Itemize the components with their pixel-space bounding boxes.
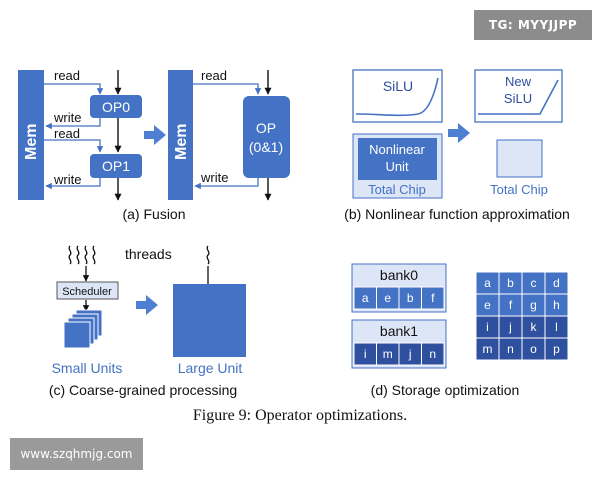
caption-d: (d) Storage optimization: [371, 382, 520, 398]
nonlinear-unit-box: [358, 138, 437, 180]
grid-cell: j: [508, 320, 512, 334]
total-chip-right-box: [496, 139, 543, 178]
op-fused-box: [243, 96, 290, 178]
thread-squiggle-2: [76, 245, 80, 265]
grid-cell: k: [531, 320, 538, 334]
read-line-fused: [193, 83, 262, 95]
scheduler-box: [56, 281, 119, 300]
op-fused-line2: (0&1): [249, 139, 283, 155]
panel-b-nonlinear: SiLU Nonlinear Unit Total Chip New SiLU …: [344, 69, 570, 222]
thread-squiggle-4: [92, 245, 96, 265]
caption-a: (a) Fusion: [122, 206, 185, 222]
large-unit-box: [173, 284, 246, 357]
mem-block-left: [18, 70, 44, 200]
mem-label-right: Mem: [173, 124, 190, 160]
silu-label: SiLU: [383, 78, 413, 94]
bank1-label: bank1: [380, 323, 418, 339]
grid-cell: i: [486, 320, 489, 334]
nonlinear-line2: Unit: [385, 159, 409, 174]
transition-arrow-c: [136, 295, 158, 315]
thread-squiggle-1: [68, 245, 72, 265]
caption-b: (b) Nonlinear function approximation: [344, 206, 570, 222]
panel-c-coarse: threads Scheduler Small Units Large Unit…: [49, 245, 246, 398]
threads-label: threads: [125, 246, 172, 262]
grid-cell: o: [530, 342, 537, 356]
grid-cell: c: [531, 276, 537, 290]
grid-cell: f: [509, 298, 513, 312]
read-label-mid: read: [54, 126, 80, 141]
transition-arrow-a: [144, 125, 166, 145]
write-label-fused: write: [200, 170, 228, 185]
grid-cell: m: [483, 342, 493, 356]
op1-label: OP1: [102, 158, 130, 174]
bank1-cell: i: [364, 347, 367, 361]
small-unit-1: [63, 321, 91, 349]
grid-cell: b: [507, 276, 514, 290]
silu-graph-box: [352, 69, 443, 123]
new-silu-line1: New: [505, 74, 532, 89]
bank0-cell: b: [407, 291, 414, 305]
mem-block-right: [168, 70, 193, 200]
grid-cell: n: [507, 342, 514, 356]
bank0-cell: e: [384, 291, 391, 305]
large-unit-label: Large Unit: [178, 360, 243, 376]
grid-cell: a: [484, 276, 491, 290]
bank1-cell: j: [408, 347, 412, 361]
small-units-label: Small Units: [52, 360, 123, 376]
transition-arrow-b: [448, 123, 470, 143]
total-chip-left-label: Total Chip: [368, 182, 426, 197]
bank0-label: bank0: [380, 267, 418, 283]
silu-curve: [355, 77, 439, 117]
write-label-1: write: [53, 110, 81, 125]
read-label-fused: read: [201, 68, 227, 83]
op-fused-line1: OP: [256, 120, 276, 136]
read-line-mid: [44, 139, 104, 153]
thread-squiggle-3: [84, 245, 88, 265]
write-line-1: [45, 118, 101, 130]
watermark-bottom: www.szqhmjg.com: [10, 438, 143, 470]
grid-cell: l: [555, 320, 558, 334]
bank0-cell-bg: [421, 286, 445, 310]
grid-cell: e: [484, 298, 491, 312]
mem-label-left: Mem: [23, 124, 40, 160]
bank1-cell: n: [429, 347, 436, 361]
write-line-fused: [194, 178, 259, 190]
scheduler-label: Scheduler: [62, 286, 112, 298]
op1-box: [90, 154, 142, 178]
thread-squiggle-large: [206, 245, 210, 265]
write-label-2: write: [53, 172, 81, 187]
grid-cell: p: [553, 342, 560, 356]
panel-a-fusion: Mem read write read write OP0 OP1 Mem re…: [18, 68, 290, 222]
new-silu-curve: [478, 79, 559, 115]
grid-cell: d: [553, 276, 560, 290]
bank1-cell: m: [383, 347, 393, 361]
nonlinear-line1: Nonlinear: [369, 142, 425, 157]
caption-c: (c) Coarse-grained processing: [49, 382, 237, 398]
grid-cell: g: [530, 298, 537, 312]
figure-caption: Figure 9: Operator optimizations.: [193, 407, 407, 424]
op0-label: OP0: [102, 99, 130, 115]
grid-cell: h: [553, 298, 560, 312]
read-label-top: read: [54, 68, 80, 83]
op0-box: [90, 95, 142, 118]
new-silu-line2: SiLU: [504, 91, 532, 106]
write-line-2: [45, 178, 101, 190]
bank1-cell-bg: [421, 342, 445, 366]
watermark-top: TG: MYYJJPP: [474, 10, 592, 40]
grid-cell-bg: [544, 337, 569, 361]
bank0-cell: a: [362, 291, 369, 305]
total-chip-right-label: Total Chip: [490, 182, 548, 197]
bank0-cell: f: [431, 291, 435, 305]
read-line-top: [44, 83, 104, 95]
